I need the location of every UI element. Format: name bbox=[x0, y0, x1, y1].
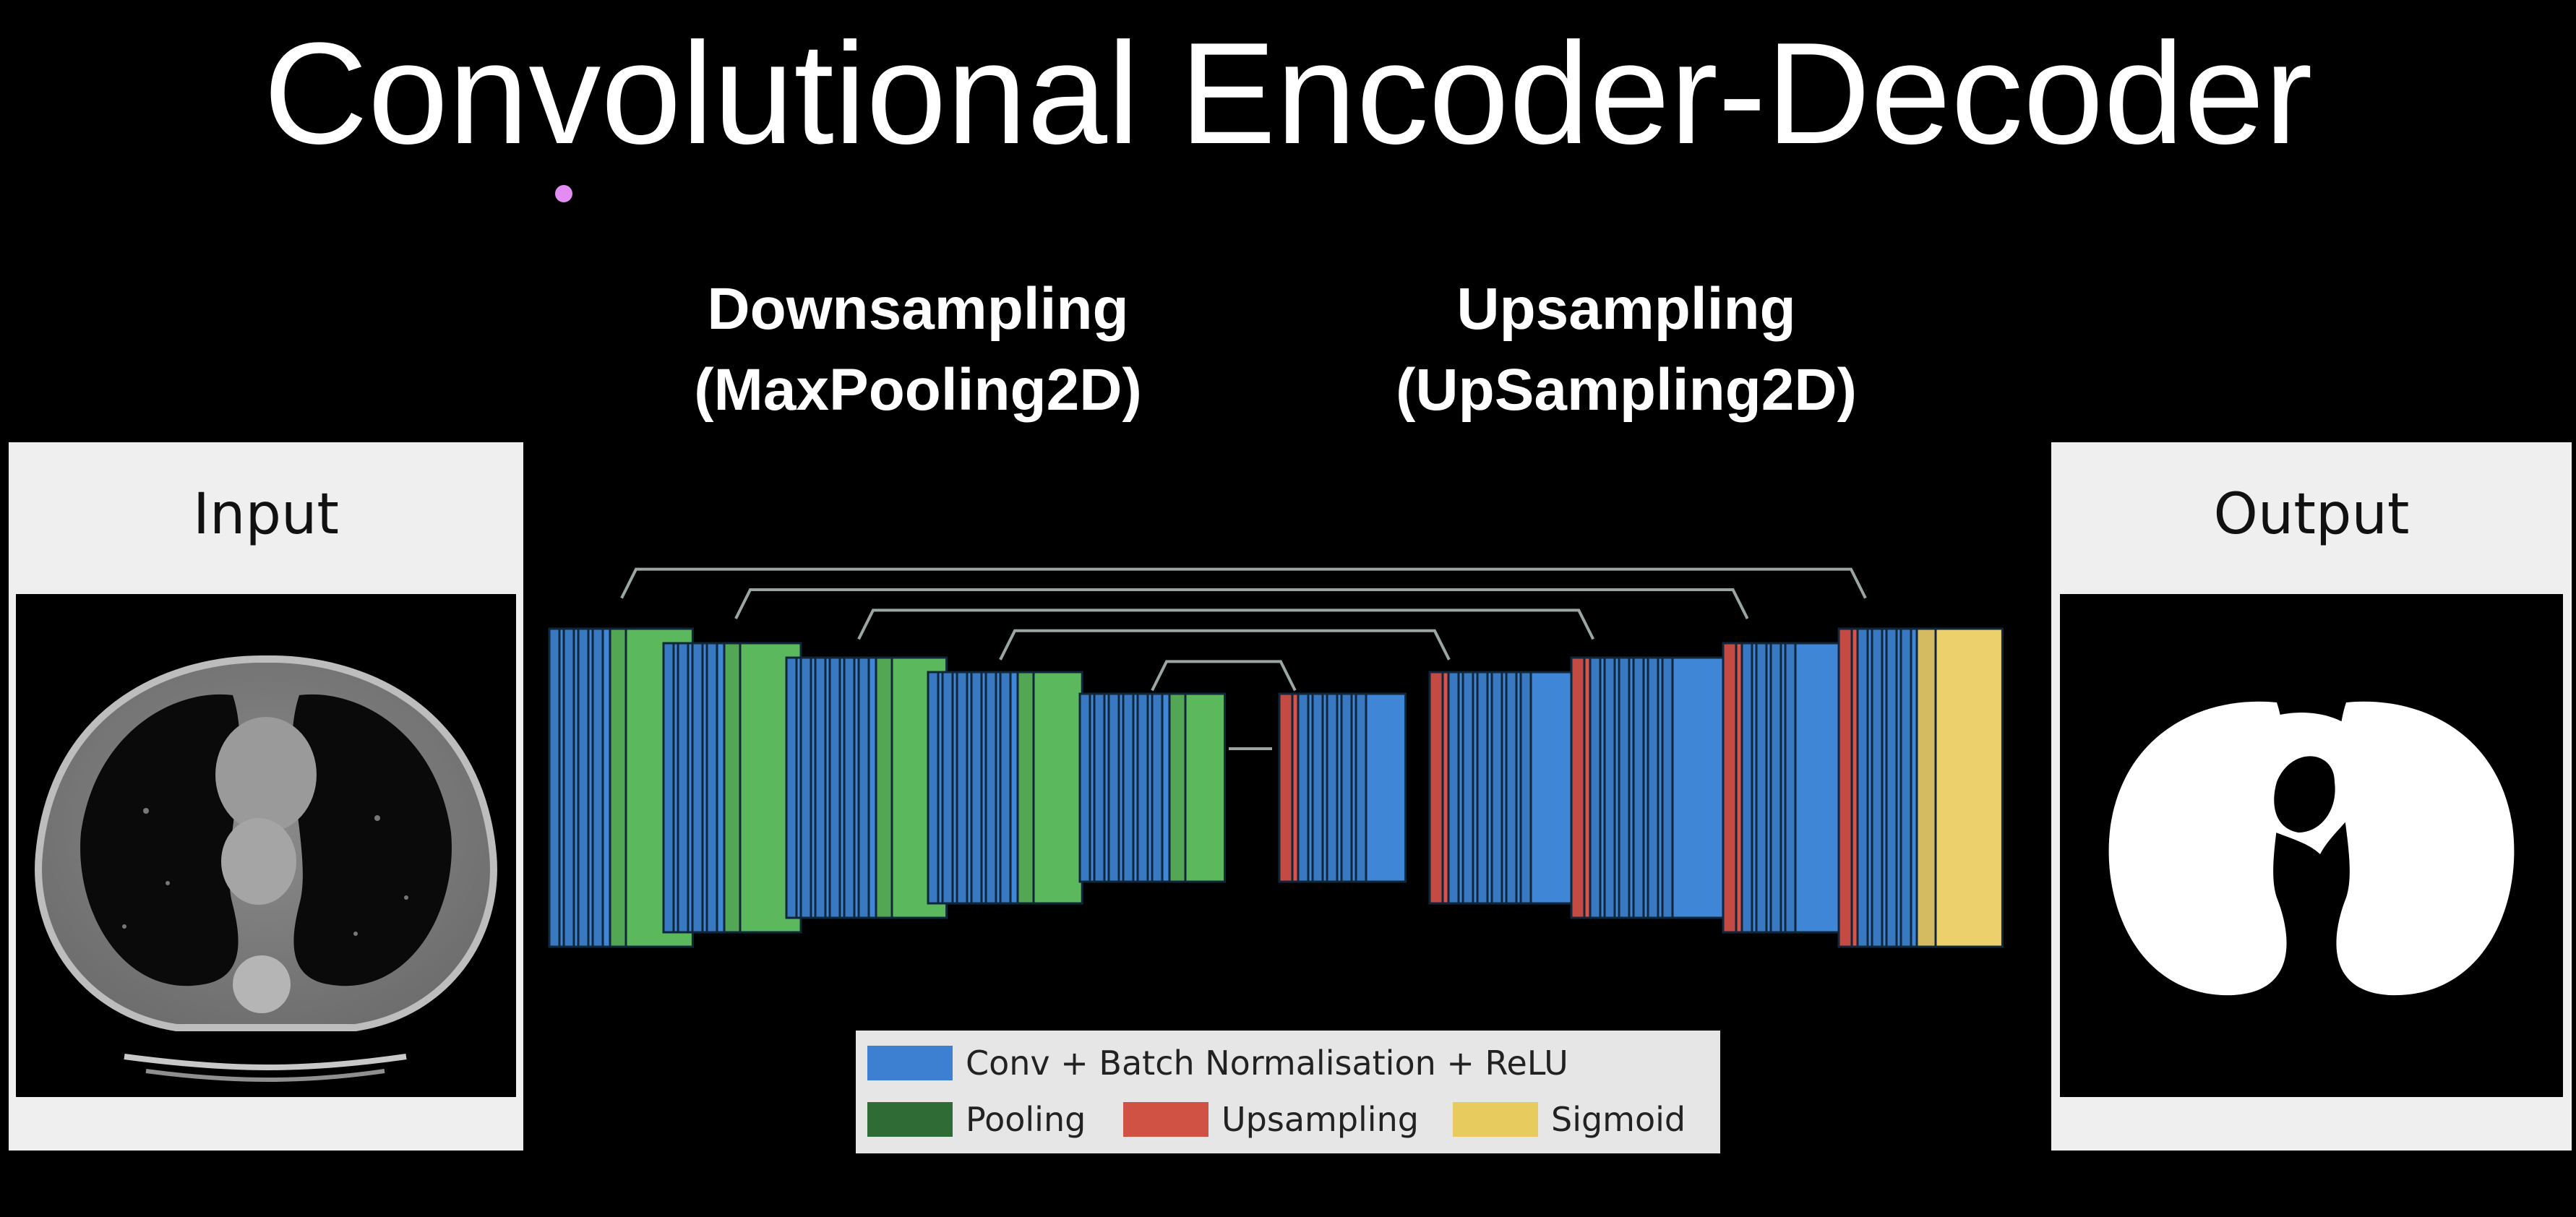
ct-scan-image bbox=[16, 594, 516, 1097]
encoder-block-5-pool-layer bbox=[1168, 692, 1227, 883]
legend: Conv + Batch Normalisation + ReLU Poolin… bbox=[856, 1031, 1720, 1153]
legend-item-conv: Conv + Batch Normalisation + ReLU bbox=[867, 1042, 1568, 1084]
downsampling-heading: Downsampling (MaxPooling2D) bbox=[622, 269, 1214, 431]
input-label: Input bbox=[193, 482, 339, 547]
legend-swatch-sigmoid bbox=[1453, 1102, 1538, 1137]
decoder-block-3-conv-layer bbox=[1661, 656, 1729, 919]
output-label: Output bbox=[2213, 482, 2410, 547]
legend-swatch-conv bbox=[867, 1046, 953, 1080]
slide-title: Convolutional Encoder-Decoder bbox=[263, 13, 2313, 174]
decoder-block-1-conv-layer bbox=[1354, 692, 1407, 883]
downsampling-label: Downsampling bbox=[707, 276, 1129, 342]
segmentation-mask-image bbox=[2060, 594, 2563, 1097]
skip-connection-level-5 bbox=[1151, 660, 1297, 692]
downsampling-op: (MaxPooling2D) bbox=[694, 357, 1142, 423]
legend-label-conv: Conv + Batch Normalisation + ReLU bbox=[966, 1044, 1568, 1083]
legend-label-sigmoid: Sigmoid bbox=[1551, 1100, 1686, 1139]
legend-item-sigmoid: Sigmoid bbox=[1453, 1098, 1686, 1140]
legend-item-pooling: Pooling bbox=[867, 1098, 1086, 1140]
skip-connection-level-4 bbox=[999, 629, 1451, 661]
skip-connection-level-3 bbox=[857, 608, 1595, 640]
upsampling-op: (UpSampling2D) bbox=[1396, 357, 1857, 423]
encoder-block-4-pool-layer bbox=[1016, 671, 1083, 905]
legend-label-pooling: Pooling bbox=[966, 1100, 1086, 1139]
layer-stacks bbox=[548, 627, 2004, 948]
upsampling-label: Upsampling bbox=[1456, 276, 1796, 342]
legend-swatch-pooling bbox=[867, 1102, 953, 1137]
skip-connection-level-1 bbox=[620, 567, 1867, 599]
input-panel: Input bbox=[9, 442, 523, 1151]
skip-connections bbox=[620, 567, 1867, 750]
decoder-block-2-conv-layer bbox=[1519, 671, 1581, 905]
legend-label-upsampling: Upsampling bbox=[1222, 1100, 1419, 1139]
cursor-dot bbox=[555, 185, 572, 202]
skip-connection-level-2 bbox=[734, 588, 1749, 619]
upsampling-heading: Upsampling (UpSampling2D) bbox=[1330, 269, 1923, 431]
legend-item-upsampling: Upsampling bbox=[1123, 1098, 1419, 1140]
output-panel: Output bbox=[2051, 442, 2572, 1151]
decoder-sigmoid-layer bbox=[1915, 627, 2004, 948]
legend-swatch-upsampling bbox=[1123, 1102, 1208, 1137]
